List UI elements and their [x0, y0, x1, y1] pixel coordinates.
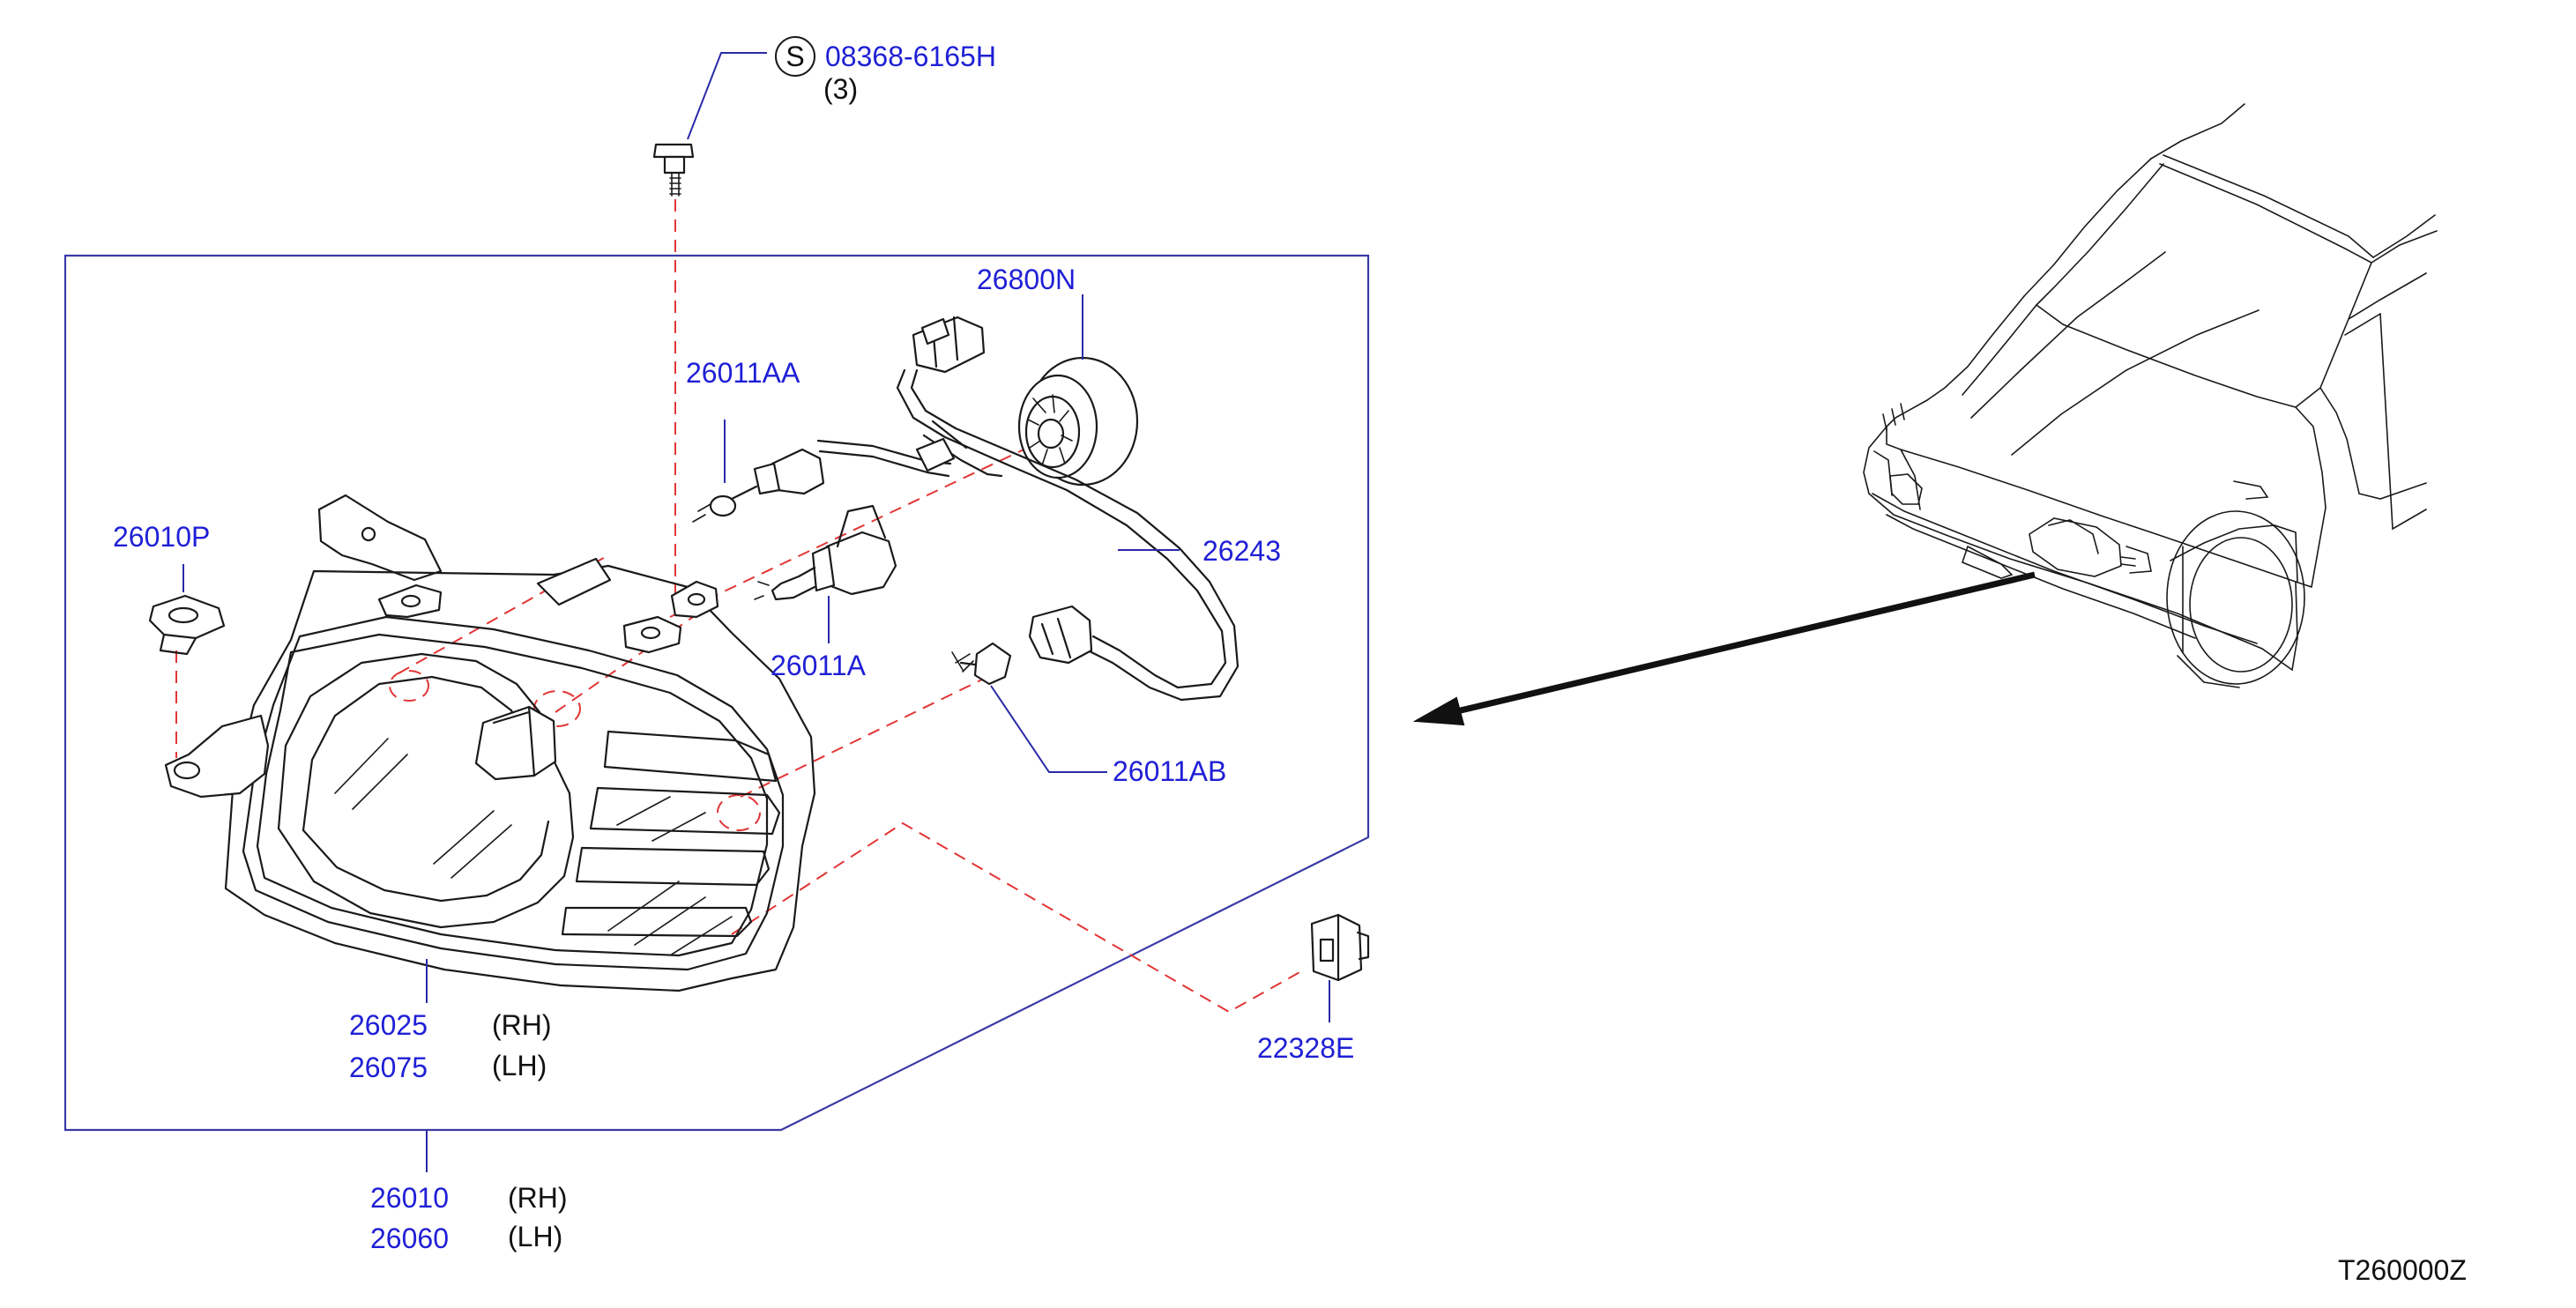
assembly-frame: [63, 254, 1370, 1132]
assembly-lh-part-number[interactable]: 26060: [370, 1223, 449, 1254]
small-bulb-lower-leader: [990, 685, 1107, 773]
screw-quantity: (3): [823, 73, 858, 105]
socket-cover: [1017, 356, 1139, 487]
main-bulb: [754, 504, 897, 601]
screw-symbol: S: [785, 41, 804, 72]
assembly-rh-note: (RH): [508, 1182, 568, 1214]
screw-leader: [687, 52, 767, 140]
clip-part-number[interactable]: 22328E: [1257, 1032, 1354, 1064]
small-bulb-top-part-number[interactable]: 26011AA: [686, 357, 800, 389]
direction-arrow: [1412, 571, 2036, 726]
side-marker: [148, 594, 226, 656]
screw-symbol-circle: [775, 36, 815, 77]
lens-lh-part-number[interactable]: 26075: [349, 1052, 428, 1083]
dashed-guides: [175, 199, 1302, 1014]
small-bulb-lower-part-number[interactable]: 26011AB: [1113, 755, 1226, 787]
wiring-harness: [692, 316, 1240, 702]
lens-rh-part-number[interactable]: 26025: [349, 1009, 428, 1041]
socket-cover-part-number[interactable]: 26800N: [977, 264, 1076, 295]
screw-part: [652, 143, 695, 197]
assembly-rh-part-number[interactable]: 26010: [370, 1182, 449, 1214]
clip-part: [1310, 913, 1370, 982]
small-bulb-lower: [951, 642, 1012, 686]
lens-rh-note: (RH): [492, 1009, 552, 1041]
vehicle-outline: [1863, 103, 2438, 688]
lens-lh-note: (LH): [492, 1050, 547, 1081]
harness-part-number[interactable]: 26243: [1202, 535, 1281, 567]
side-marker-part-number[interactable]: 26010P: [113, 521, 210, 553]
main-bulb-part-number[interactable]: 26011A: [771, 650, 867, 681]
headlamp-housing: [164, 494, 816, 992]
screw-part-number[interactable]: 08368-6165H: [825, 41, 996, 72]
diagram-code: T260000Z: [2338, 1254, 2467, 1286]
assembly-lh-note: (LH): [508, 1221, 562, 1252]
